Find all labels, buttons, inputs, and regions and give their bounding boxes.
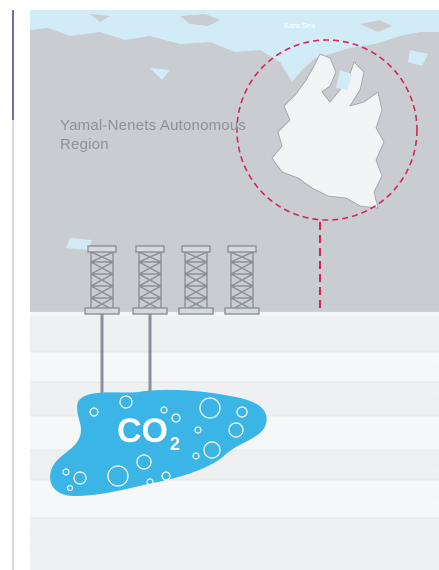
page-margin-accent: [12, 10, 14, 120]
island: [90, 14, 110, 22]
island: [360, 20, 392, 32]
page-margin-rule: [12, 10, 14, 570]
highlight-circle: [236, 39, 418, 221]
illustration: Kara Sea Yamal-Nenets Autonomous Region …: [30, 10, 439, 570]
lake: [408, 50, 428, 66]
region-label: Yamal-Nenets Autonomous Region: [60, 117, 247, 153]
gulf-of-ob: [336, 70, 352, 90]
island: [180, 14, 220, 26]
co2-subscript: 2: [170, 434, 181, 454]
drilling-rig-icon: [84, 245, 120, 315]
drilling-rig-icon: [224, 245, 260, 315]
co2-reservoir: [50, 389, 267, 496]
lake: [66, 238, 92, 250]
co2-formula: CO: [117, 412, 168, 450]
illustration-canvas: [30, 10, 439, 570]
bubbles: [62, 395, 248, 492]
drilling-rig-icon: [132, 245, 168, 315]
lake: [150, 68, 170, 80]
drilling-rig-icon: [178, 245, 214, 315]
sea-label: Kara Sea: [284, 21, 316, 30]
